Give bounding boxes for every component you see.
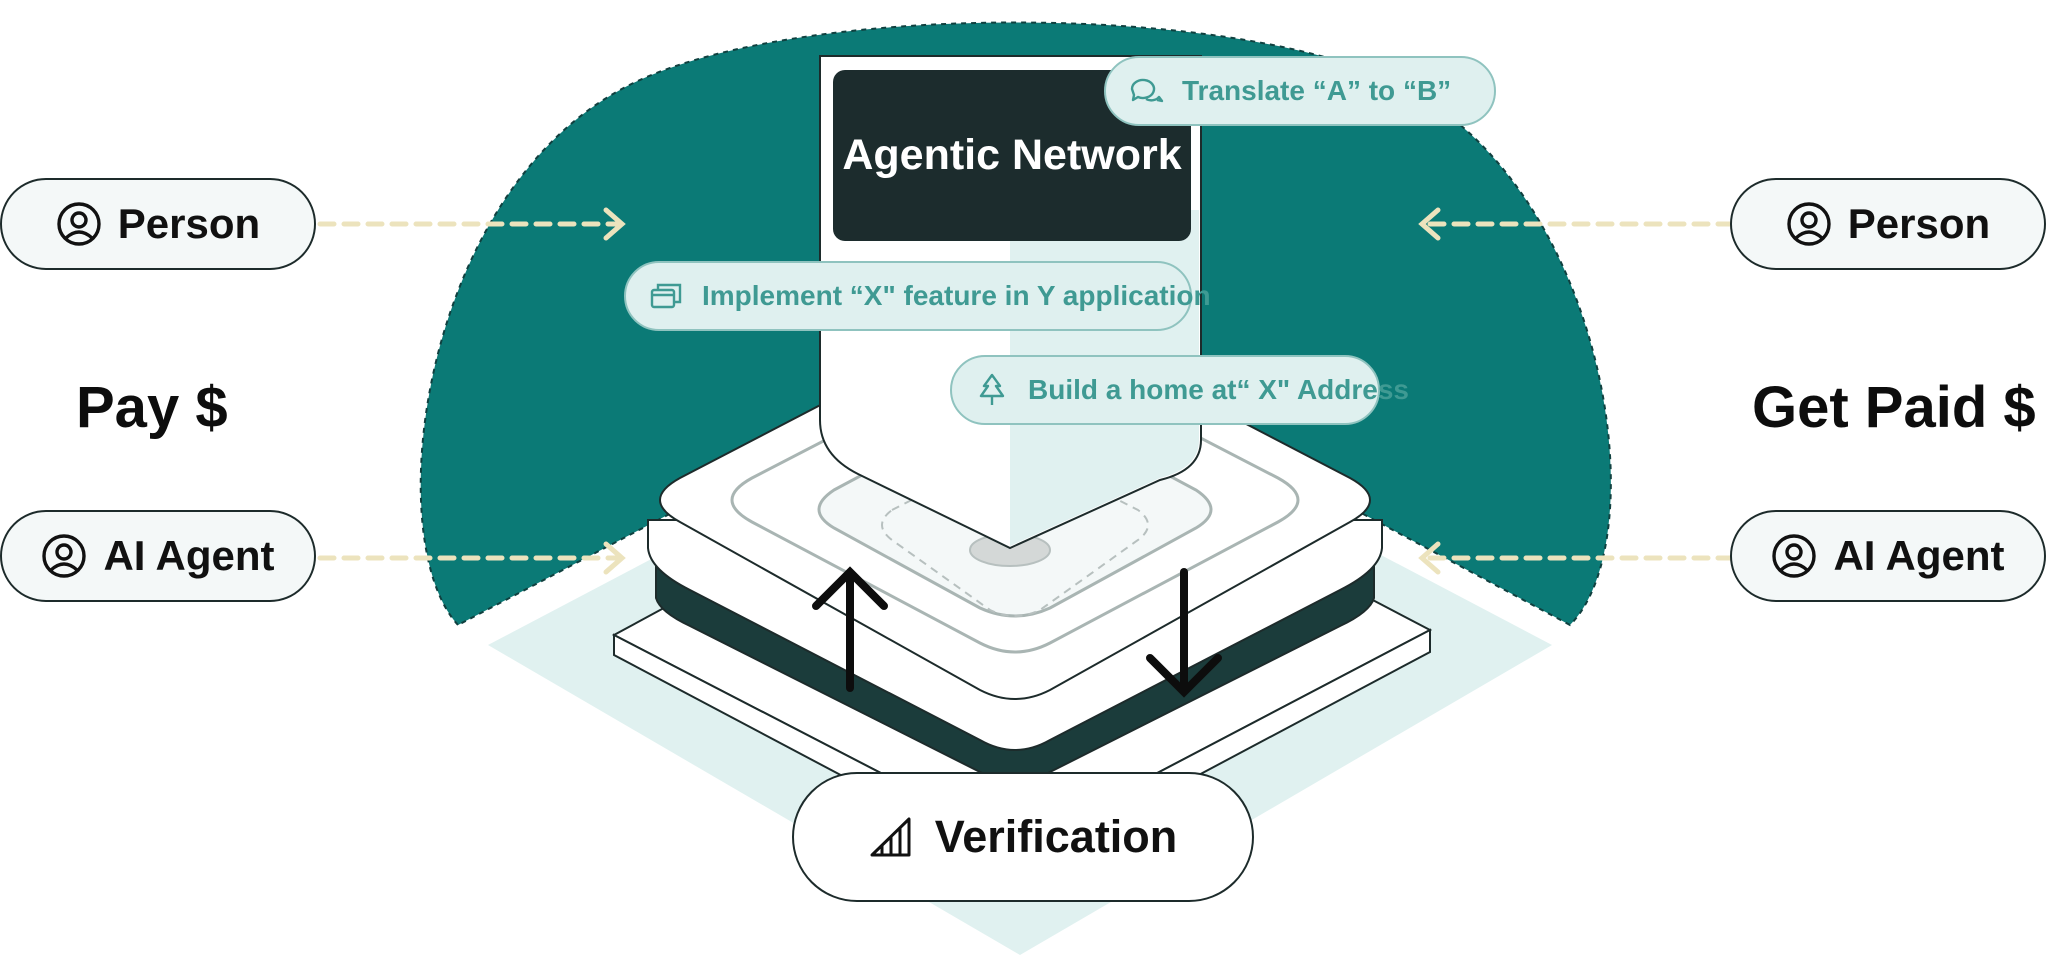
user-circle-icon [1772,534,1817,578]
right-person-label: Person [1847,200,1991,247]
left-ai-agent-label: AI Agent [103,532,275,579]
left-person-label: Person [117,200,261,247]
pay-label: Pay $ [76,375,228,440]
right-person-pill: Person [1730,178,2046,270]
verification-label: Verification [934,811,1178,862]
task-implement-feature: Implement “X" feature in Y application [624,261,1211,331]
arrowhead-left-person [603,207,626,241]
down-arrow [1146,568,1222,698]
chat-bubbles-icon [1130,78,1164,103]
left-person-pill: Person [0,178,316,270]
arrowhead-right-person [1418,207,1441,241]
right-ai-agent-label: AI Agent [1833,532,2005,579]
verification-pill: Verification [792,772,1254,902]
tree-icon [979,373,1005,405]
arrowhead-left-agent [603,541,626,575]
get-paid-label: Get Paid $ [1752,375,2036,440]
connector-arrowheads [603,207,1441,575]
task-build-home: Build a home at“ X" Address [950,355,1409,425]
dashed-connectors [317,221,1735,561]
signal-bars-icon [870,817,911,857]
agentic-network-title: Agentic Network [833,70,1191,241]
user-circle-icon [1787,202,1831,246]
arrowhead-right-agent [1418,541,1441,575]
user-circle-icon [42,534,87,578]
task-build-home-label: Build a home at“ X" Address [1028,374,1409,405]
user-circle-icon [57,202,101,246]
left-ai-agent-pill: AI Agent [0,510,316,602]
windows-icon [650,283,682,309]
up-arrow [812,566,888,692]
task-implement-feature-label: Implement “X" feature in Y application [702,280,1211,311]
task-translate-label: Translate “A” to “B” [1182,75,1452,106]
right-ai-agent-pill: AI Agent [1730,510,2046,602]
task-translate: Translate “A” to “B” [1104,56,1496,126]
